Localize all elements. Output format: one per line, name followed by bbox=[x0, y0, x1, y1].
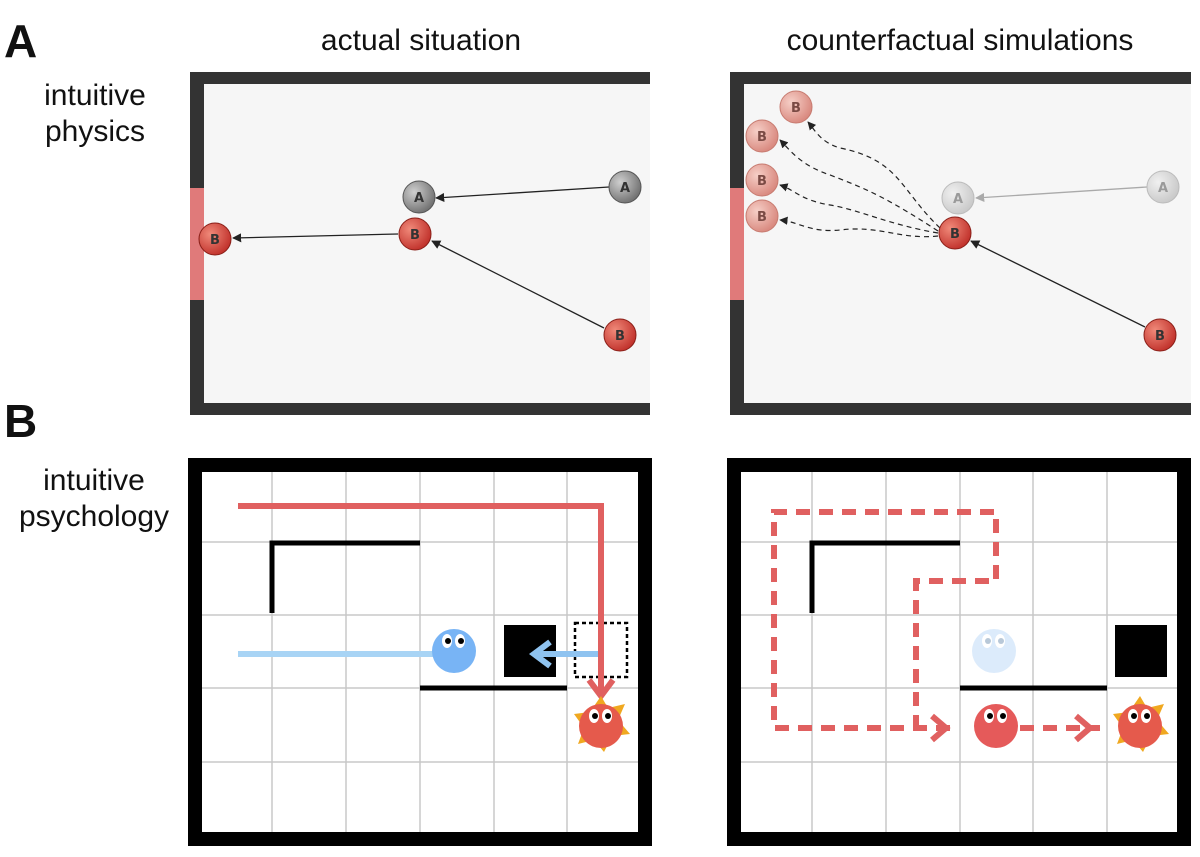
cf-ghost-ball-b-3: B bbox=[745, 163, 779, 197]
ball-a-start: A bbox=[608, 170, 642, 204]
ghost-ball-a-start-label: A bbox=[1158, 181, 1168, 196]
ball-b-incoming-arrow bbox=[431, 240, 605, 329]
panel-label-a: A bbox=[4, 15, 38, 67]
red-agent-with-star bbox=[574, 696, 630, 752]
ball-a-collision: A bbox=[402, 180, 436, 214]
psych-actual-interior-walls bbox=[269, 540, 567, 691]
cf-ball-b-start: B bbox=[1143, 318, 1177, 352]
cf-path-2 bbox=[779, 139, 939, 232]
psych-cf-border bbox=[727, 458, 1191, 846]
physics-cf-top-wall bbox=[730, 72, 1191, 84]
cf-red-agent-midpath bbox=[974, 704, 1018, 748]
psych-cf-interior-walls bbox=[809, 540, 1107, 691]
cf-ghost-ball-b-2: B bbox=[745, 119, 779, 153]
ball-b-outgoing-arrow bbox=[232, 233, 399, 243]
row-label-psychology: intuitive psychology bbox=[4, 463, 184, 535]
cf-ball-b-incoming-arrow bbox=[970, 240, 1146, 328]
ball-b-end-label: B bbox=[210, 233, 220, 248]
cf-ghost-ball-b-2-label: B bbox=[757, 130, 767, 145]
physics-cf-goal bbox=[730, 188, 744, 300]
cf-ball-b-start-label: B bbox=[1155, 329, 1165, 344]
cf-path-4 bbox=[779, 216, 939, 238]
ball-b-end: B bbox=[198, 222, 232, 256]
physics-cf-bottom-wall bbox=[730, 403, 1191, 415]
column-title-counterfactual: counterfactual simulations bbox=[786, 24, 1134, 57]
cf-ball-b-collision-label: B bbox=[950, 227, 960, 242]
cf-ghost-blue-agent bbox=[972, 629, 1016, 673]
physics-counterfactual-panel: A A B B B B B B bbox=[730, 72, 1191, 415]
cf-ghost-ball-b-1-label: B bbox=[791, 101, 801, 116]
physics-actual-left-wall-lower bbox=[190, 300, 204, 415]
ghost-ball-a-collision: A bbox=[941, 181, 975, 215]
ball-a-trajectory-arrow bbox=[435, 186, 610, 203]
cf-ghost-ball-b-4: B bbox=[745, 199, 779, 233]
ball-a-start-label: A bbox=[620, 181, 630, 196]
box-original-position bbox=[573, 621, 629, 679]
physics-actual-top-wall bbox=[190, 72, 650, 84]
cf-red-agent-dashed-path bbox=[771, 509, 1100, 743]
blue-agent-body bbox=[432, 629, 476, 673]
cf-red-agent-goal-body bbox=[1118, 704, 1162, 748]
column-title-actual: actual situation bbox=[320, 24, 522, 57]
row-label-psychology-line2: psychology bbox=[18, 500, 170, 533]
row-label-physics-line2: physics bbox=[44, 115, 146, 148]
ghost-blue-agent-body bbox=[972, 629, 1016, 673]
physics-actual-goal bbox=[190, 188, 204, 300]
cf-ghost-ball-b-4-label: B bbox=[757, 210, 767, 225]
row-label-psychology-line1: intuitive bbox=[43, 464, 145, 497]
ball-b-start: B bbox=[603, 318, 637, 352]
cf-ghost-ball-b-3-label: B bbox=[757, 174, 767, 189]
ghost-ball-a-start: A bbox=[1146, 170, 1180, 204]
blue-agent bbox=[432, 629, 476, 673]
ball-b-collision: B bbox=[398, 217, 432, 251]
ball-b-collision-label: B bbox=[410, 228, 420, 243]
cf-red-agent-body bbox=[974, 704, 1018, 748]
cf-ball-b-collision: B bbox=[938, 216, 972, 250]
ghost-ball-a-trajectory-arrow bbox=[975, 186, 1148, 203]
physics-cf-left-wall-lower bbox=[730, 300, 744, 415]
ball-a-collision-label: A bbox=[414, 191, 424, 206]
red-agent-body bbox=[579, 704, 623, 748]
psychology-counterfactual-panel bbox=[727, 458, 1191, 846]
row-label-physics-line1: intuitive bbox=[44, 79, 146, 112]
physics-cf-left-wall-upper bbox=[730, 72, 744, 188]
psych-cf-floor bbox=[738, 469, 1180, 835]
ball-b-start-label: B bbox=[615, 329, 625, 344]
physics-actual-bottom-wall bbox=[190, 403, 650, 415]
blue-push-arrow bbox=[529, 639, 598, 669]
row-label-physics: intuitive physics bbox=[10, 78, 180, 150]
psych-actual-border bbox=[188, 458, 652, 846]
cf-red-agent-with-star bbox=[1113, 696, 1169, 752]
ghost-ball-a-collision-label: A bbox=[953, 192, 963, 207]
cf-path-1 bbox=[807, 121, 941, 229]
cf-ghost-ball-b-1: B bbox=[779, 90, 813, 124]
physics-actual-left-wall-upper bbox=[190, 72, 204, 188]
psychology-actual-panel bbox=[188, 458, 652, 846]
cf-box bbox=[1115, 625, 1167, 677]
physics-actual-panel: A A B B B bbox=[190, 72, 650, 415]
panel-label-b: B bbox=[4, 395, 38, 447]
